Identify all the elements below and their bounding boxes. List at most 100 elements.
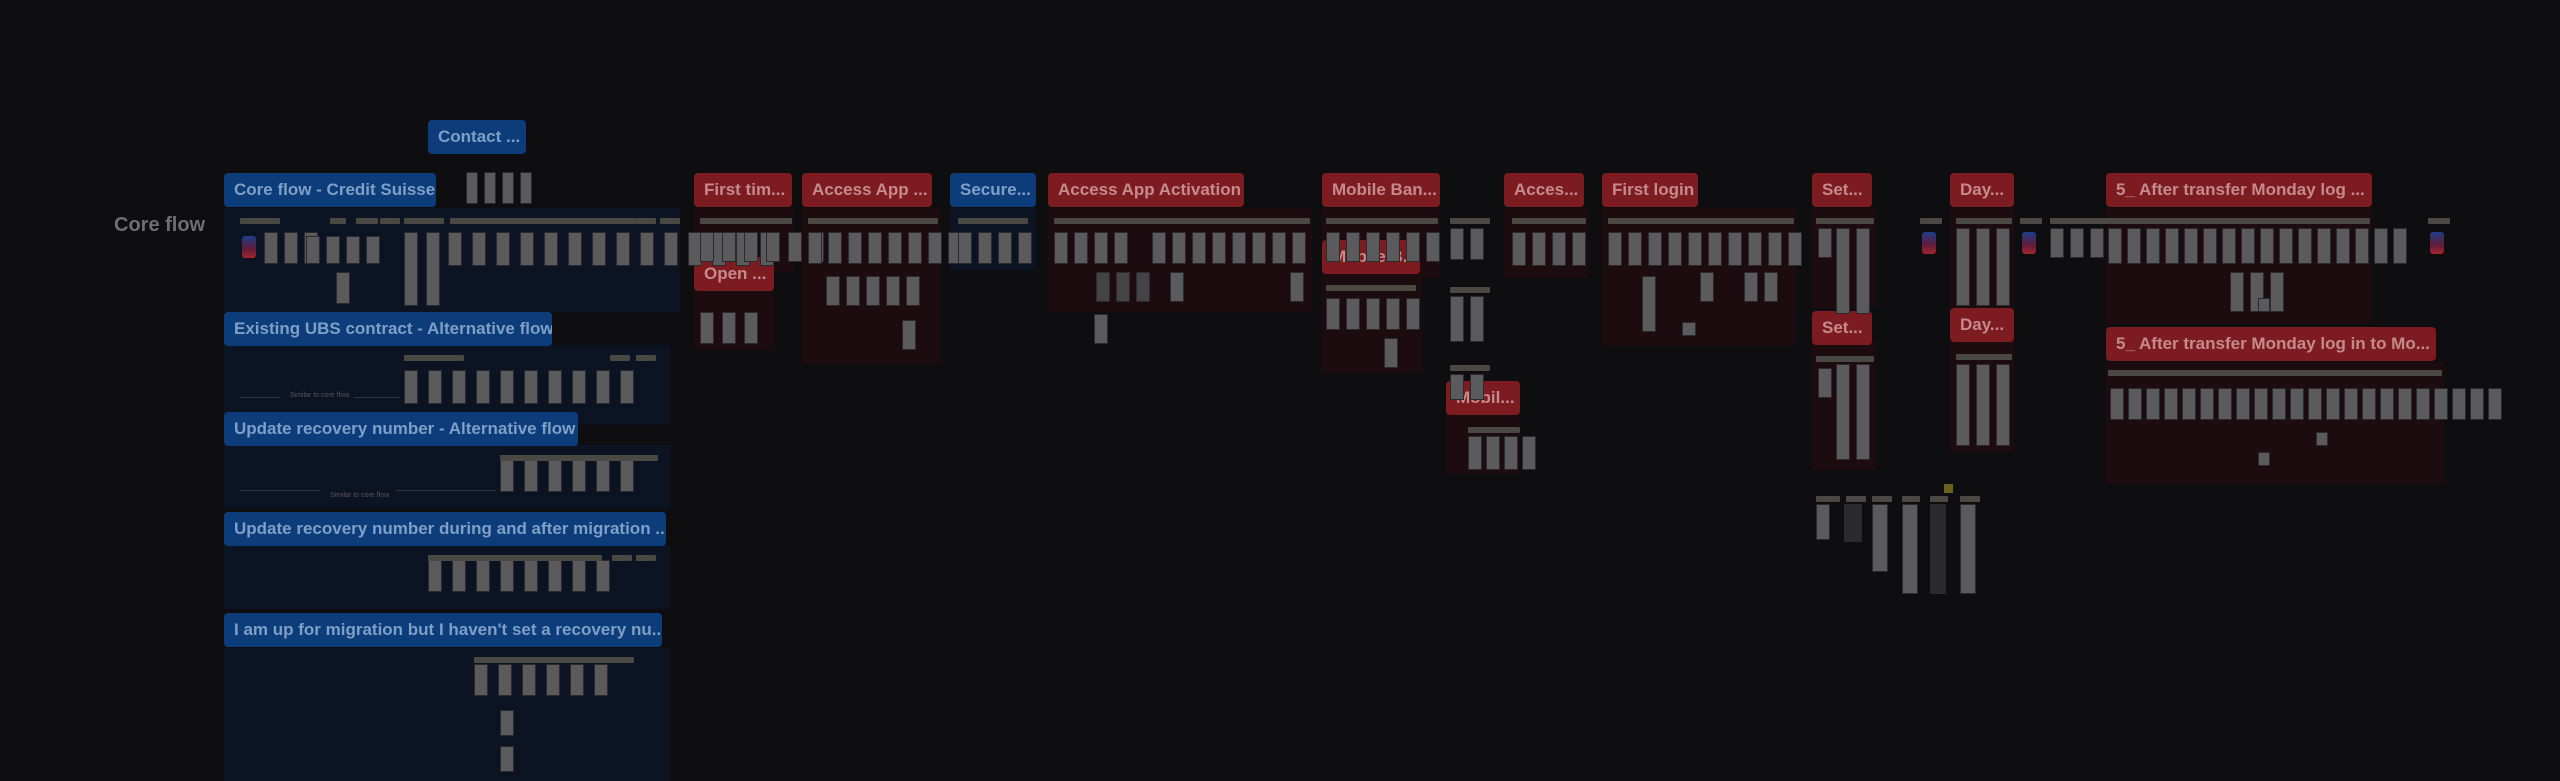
screen-thumbnail [336,272,350,304]
screen-thumbnail [2254,388,2268,420]
screen-thumbnail [2434,388,2448,420]
tag-access-app[interactable]: Access App ... [802,173,932,207]
screen-thumbnail [452,560,466,592]
screen-thumbnail [1470,228,1484,260]
tag-update-recovery-number[interactable]: Update recovery number - Alternative flo… [224,412,578,446]
screen-thumbnail [346,236,360,264]
flow-connector-bar [1930,496,1948,502]
screen-thumbnail [722,232,736,262]
flow-connector-bar [660,218,680,224]
tag-after-transfer-2[interactable]: 5_ After transfer Monday log in to Mo... [2106,327,2436,361]
tag-secure[interactable]: Secure... [950,173,1036,207]
screen-thumbnail [888,232,902,264]
screen-thumbnail [2110,388,2124,420]
screen-thumbnail [906,276,920,306]
flow-connector-bar [958,218,1028,224]
screen-thumbnail [1470,374,1484,400]
screen-thumbnail [828,232,842,264]
screen-thumbnail [928,232,942,264]
screen-thumbnail [998,232,1012,264]
section-after-transfer-2[interactable] [2106,362,2444,484]
screen-thumbnail [2127,228,2141,264]
screen-thumbnail [1018,232,1032,264]
screen-thumbnail [616,232,630,266]
note-similar-core-flow-2: Similar to core flow [330,492,390,499]
screen-thumbnail [2203,228,2217,264]
note-similar-core-flow-1: Similar to core flow [290,392,350,399]
tag-first-login[interactable]: First login [1602,173,1698,207]
screen-thumbnail [2362,388,2376,420]
screen-thumbnail [2241,228,2255,264]
tag-day-2[interactable]: Day... [1950,308,2014,342]
screen-thumbnail [902,320,916,350]
screen-thumbnail [1902,504,1918,594]
screen-thumbnail [1872,504,1888,572]
screen-thumbnail [2222,228,2236,264]
tag-core-flow-credit-suisse[interactable]: Core flow - Credit Suisse [224,173,436,207]
tag-set-1[interactable]: Set... [1812,173,1872,207]
screen-thumbnail [2146,388,2160,420]
screen-thumbnail [2470,388,2484,420]
tag-after-transfer-1[interactable]: 5_ After transfer Monday log ... [2106,173,2372,207]
screen-thumbnail [2090,228,2104,258]
tag-access-app-activation[interactable]: Access App Activation [1048,173,1244,207]
screen-thumbnail [848,232,862,264]
screen-thumbnail [1522,436,1536,470]
screen-thumbnail [700,232,714,262]
screen-thumbnail [700,312,714,344]
flow-connector-bar [1816,218,1874,224]
tag-existing-ubs-contract[interactable]: Existing UBS contract - Alternative flow [224,312,552,346]
screen-thumbnail [1642,276,1656,332]
screen-thumbnail [2236,388,2250,420]
screen-thumbnail [548,560,562,592]
section-first-login[interactable] [1602,208,1796,346]
tag-update-recovery-during-migration[interactable]: Update recovery number during and after … [224,512,666,546]
screen-thumbnail [466,172,478,204]
screen-thumbnail [2452,388,2466,420]
tag-mobile-banking[interactable]: Mobile Ban... [1322,173,1440,207]
screen-thumbnail [2298,228,2312,264]
tag-open[interactable]: Open ... [694,257,774,291]
screen-thumbnail [2128,388,2142,420]
screen-thumbnail [2230,272,2244,312]
screen-thumbnail [568,232,582,266]
screen-thumbnail [1450,228,1464,260]
flow-connector-bar [404,218,444,224]
screen-thumbnail [594,664,608,696]
screen-thumbnail [1844,504,1862,542]
screen-thumbnail [1272,232,1286,264]
screen-thumbnail [620,460,634,492]
screen-thumbnail [886,276,900,306]
screen-thumbnail [428,370,442,404]
tag-contact[interactable]: Contact ... [428,120,526,154]
flow-connector-bar [1608,218,1794,224]
bank-logo-icon [242,236,256,258]
tag-up-for-migration[interactable]: I am up for migration but I haven't set … [224,613,662,647]
screen-thumbnail [808,232,822,264]
screen-thumbnail [448,232,462,266]
screen-thumbnail [2316,432,2328,446]
screen-thumbnail [1668,232,1682,266]
tag-set-2[interactable]: Set... [1812,311,1872,345]
screen-thumbnail [1728,232,1742,266]
screen-thumbnail [1976,364,1990,446]
screen-thumbnail [484,172,496,204]
screen-thumbnail [1996,228,2010,306]
flow-connector-bar [356,218,378,224]
screen-thumbnail [1450,374,1464,400]
screen-thumbnail [1608,232,1622,266]
tag-first-time[interactable]: First tim... [694,173,792,207]
screen-thumbnail [472,232,486,266]
screen-thumbnail [474,664,488,696]
screen-thumbnail [548,370,562,404]
screen-thumbnail [1648,232,1662,266]
tag-access[interactable]: Acces... [1504,173,1584,207]
tag-day-1[interactable]: Day... [1950,173,2014,207]
screen-thumbnail [1386,298,1400,330]
flow-connector-bar [1920,218,1942,224]
screen-thumbnail [596,460,610,492]
flow-connector-bar [1872,496,1892,502]
screen-thumbnail [2108,228,2122,264]
screen-thumbnail [1346,232,1360,262]
